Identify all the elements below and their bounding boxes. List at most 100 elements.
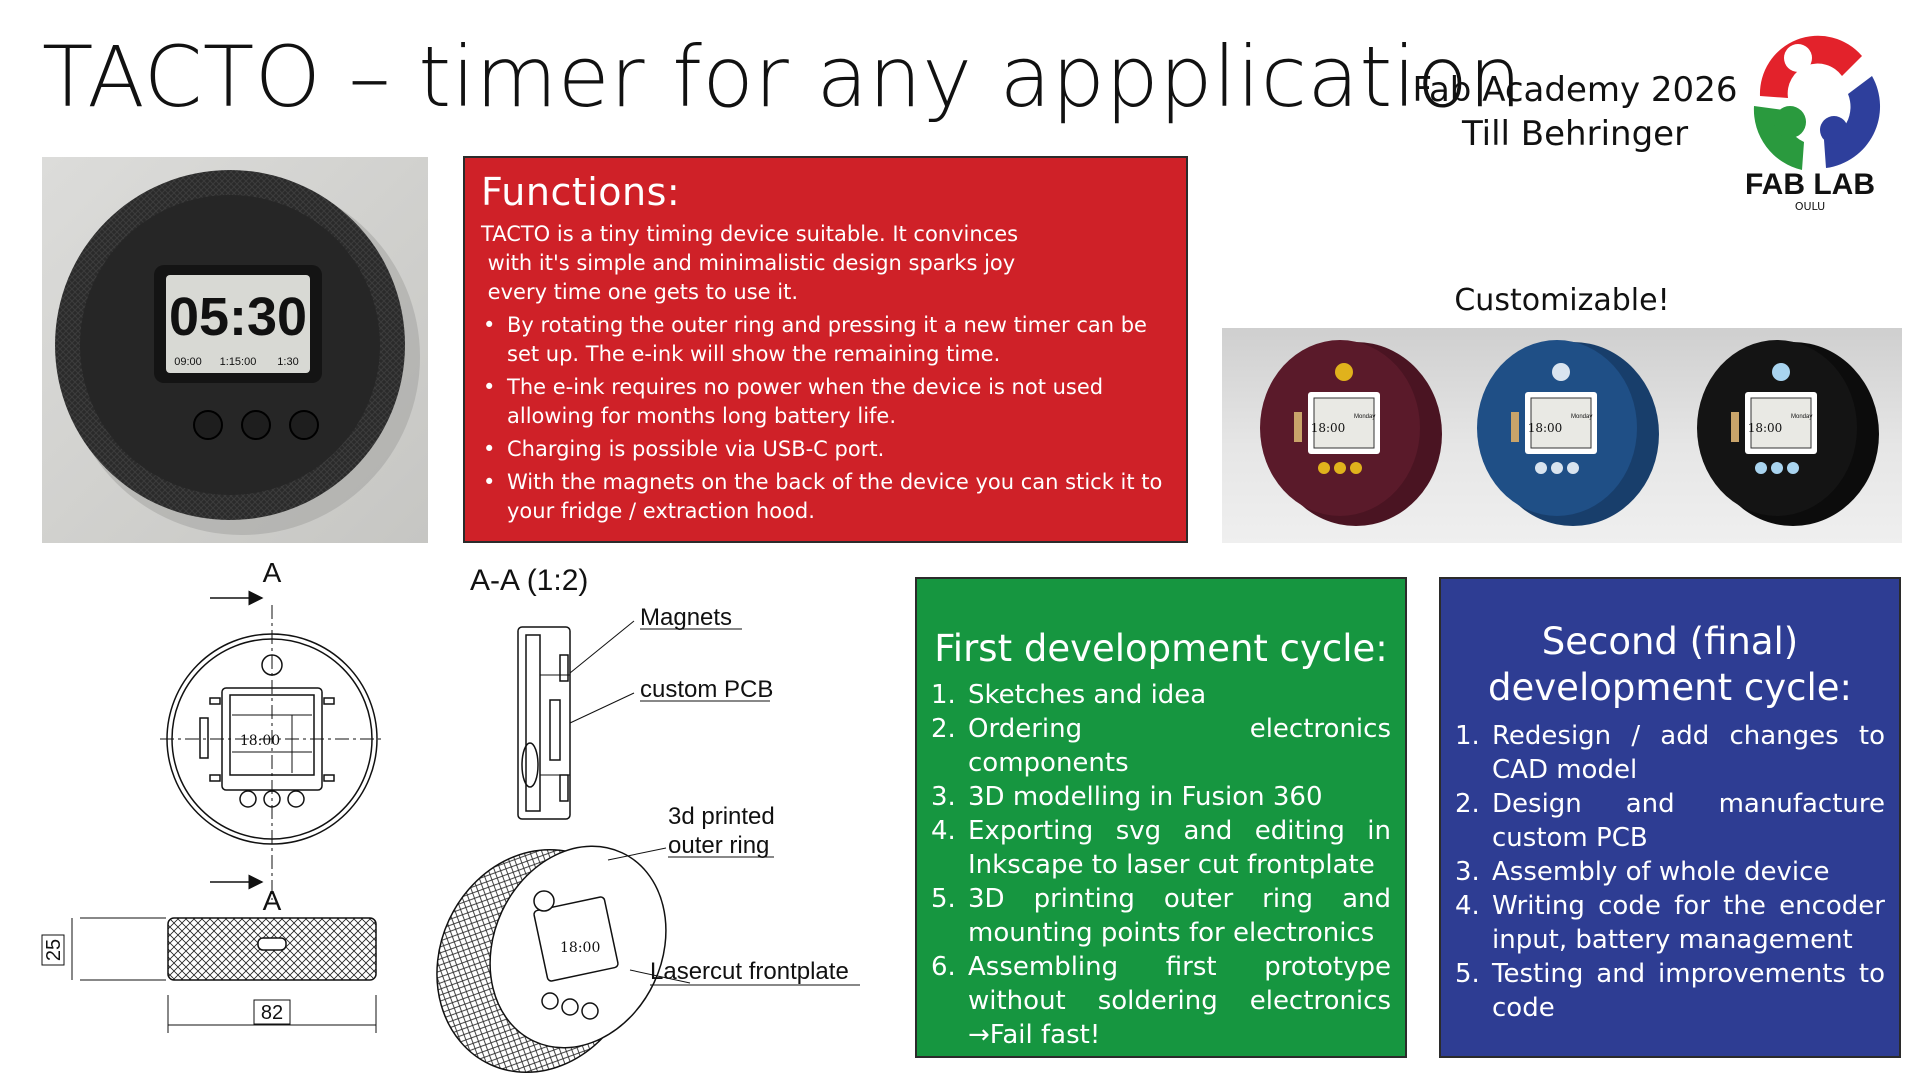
side-view <box>41 917 377 1033</box>
device-usb <box>1511 412 1519 442</box>
second-cycle-heading-line: Second (final) <box>1541 620 1799 663</box>
list-item: 1.Sketches and idea <box>931 680 1207 710</box>
course-info: Fab Academy 2026 Till Behringer <box>1410 68 1740 156</box>
front-view <box>160 590 382 900</box>
first-cycle-list: 1.Sketches and idea 2.Ordering electroni… <box>931 678 1391 1052</box>
section-view <box>517 620 635 820</box>
functions-list: By rotating the outer ring and pressing … <box>481 311 1170 526</box>
list-item: 3.3D modelling in Fusion 360 <box>931 782 1323 812</box>
label-3d-printed: 3d printed <box>668 803 775 830</box>
device-led <box>1335 363 1353 381</box>
timer-tick-2: 1:15:00 <box>220 356 257 368</box>
device-button <box>1350 462 1362 474</box>
height-dimension: 25 <box>43 939 65 961</box>
author-name: Till Behringer <box>1461 114 1689 154</box>
timer-tick-3: 1:30 <box>277 356 298 368</box>
fab-lab-logo <box>1753 35 1881 170</box>
intro-line: every time one gets to use it. <box>481 280 798 304</box>
intro-line: with it's simple and minimalistic design… <box>481 251 1016 275</box>
label-lasercut-frontplate: Lasercut frontplate <box>650 958 849 985</box>
drawing-svg: 18:00 A A 25 82 A-A (1:2) <box>41 557 860 1074</box>
technical-drawing: 18:00 A A 25 82 A-A (1:2) <box>30 555 900 1075</box>
customizable-label: Customizable! <box>1454 283 1670 318</box>
device-usb <box>1294 412 1302 442</box>
logo-green-dot <box>1774 106 1806 138</box>
function-bullet: The e-ink requires no power when the dev… <box>481 373 1170 431</box>
list-item: 5.3D printing outer ring and mounting po… <box>931 884 1391 948</box>
list-item: 6.Assembling first prototype without sol… <box>931 952 1391 1050</box>
eink-screen <box>166 275 310 373</box>
device-screen-time: 18:00 <box>1528 421 1563 435</box>
custom-device-1: 18:00 Monday <box>1260 340 1442 526</box>
functions-box: Functions: TACTO is a tiny timing device… <box>463 156 1188 543</box>
list-item: 3.Assembly of whole device <box>1455 857 1830 887</box>
label-outer-ring: outer ring <box>668 832 769 859</box>
page-title: TACTO – timer for any appplication <box>42 28 1523 126</box>
customizable-photo: 18:00 Monday 18:00 Monday 18:00 Monday <box>1222 328 1902 543</box>
device-usb <box>1731 412 1739 442</box>
logo-blue-dot <box>1820 116 1848 144</box>
section-title: A-A (1:2) <box>470 564 588 597</box>
section-marker-top: A <box>263 557 282 588</box>
device-screen <box>1750 397 1812 449</box>
list-item: 2.Design and manufacture custom PCB <box>1455 789 1885 853</box>
timer-photo: 05:30 09:00 1:15:00 1:30 <box>42 157 428 543</box>
label-custom-pcb: custom PCB <box>640 676 773 703</box>
iso-view <box>436 845 691 1074</box>
device-button <box>1771 462 1783 474</box>
list-item: 5.Testing and improvements to code <box>1455 959 1885 1023</box>
logo-text: FAB LAB <box>1745 168 1875 201</box>
device-led <box>1552 363 1570 381</box>
timer-button-2 <box>241 410 271 440</box>
device-button <box>1755 462 1767 474</box>
iso-screen-time: 18:00 <box>560 940 600 956</box>
device-led <box>1772 363 1790 381</box>
timer-time: 05:30 <box>169 287 307 347</box>
second-cycle-box: Second (final) development cycle: 1.Rede… <box>1439 577 1901 1058</box>
second-cycle-heading-line: development cycle: <box>1488 666 1852 709</box>
customizable-render: 18:00 Monday 18:00 Monday 18:00 Monday <box>1260 340 1879 526</box>
device-button <box>1567 462 1579 474</box>
device-button <box>1551 462 1563 474</box>
custom-device-2: 18:00 Monday <box>1477 340 1659 526</box>
functions-intro: TACTO is a tiny timing device suitable. … <box>481 220 1170 307</box>
device-screen-time: 18:00 <box>1748 421 1783 435</box>
functions-heading: Functions: <box>481 170 681 214</box>
second-cycle-list: 1.Redesign / add changes to CAD model 2.… <box>1455 719 1885 1025</box>
section-marker-bottom: A <box>263 885 282 916</box>
device-screen-day: Monday <box>1354 414 1375 420</box>
logo-green-arc <box>1753 106 1804 170</box>
timer-button-3 <box>289 410 319 440</box>
list-item: 4.Writing code for the encoder input, ba… <box>1455 891 1885 955</box>
first-cycle-box: First development cycle: 1.Sketches and … <box>915 577 1407 1058</box>
function-bullet: By rotating the outer ring and pressing … <box>481 311 1170 369</box>
timer-tick-1: 09:00 <box>174 356 202 368</box>
list-item: 2.Ordering electronics components <box>931 714 1391 778</box>
logo-blue-arc <box>1824 76 1881 168</box>
device-button <box>1318 462 1330 474</box>
label-magnets: Magnets <box>640 604 732 631</box>
device-screen-time: 18:00 <box>1311 421 1346 435</box>
width-dimension: 82 <box>261 1002 283 1024</box>
course-name: Fab Academy 2026 <box>1412 70 1738 110</box>
device-button <box>1787 462 1799 474</box>
timer-render: 05:30 09:00 1:15:00 1:30 <box>55 170 420 535</box>
timer-button-1 <box>193 410 223 440</box>
front-screen-time: 18:00 <box>240 733 280 749</box>
logo-subtext: OULU <box>1794 200 1826 213</box>
function-bullet: With the magnets on the back of the devi… <box>481 468 1170 526</box>
device-button <box>1334 462 1346 474</box>
device-screen-day: Monday <box>1791 414 1812 420</box>
list-item: 1.Redesign / add changes to CAD model <box>1455 721 1885 785</box>
custom-device-3: 18:00 Monday <box>1697 340 1879 526</box>
function-bullet: Charging is possible via USB-C port. <box>481 435 1170 464</box>
device-button <box>1535 462 1547 474</box>
device-screen-day: Monday <box>1571 414 1592 420</box>
logo-red-arc <box>1759 35 1862 98</box>
first-cycle-heading: First development cycle: <box>934 627 1388 670</box>
logo-red-dot <box>1784 44 1812 72</box>
intro-line: TACTO is a tiny timing device suitable. … <box>481 222 1019 246</box>
list-item: 4.Exporting svg and editing in Inkscape … <box>931 816 1391 880</box>
device-screen <box>1313 397 1375 449</box>
second-cycle-heading: Second (final) development cycle: <box>1455 619 1885 711</box>
